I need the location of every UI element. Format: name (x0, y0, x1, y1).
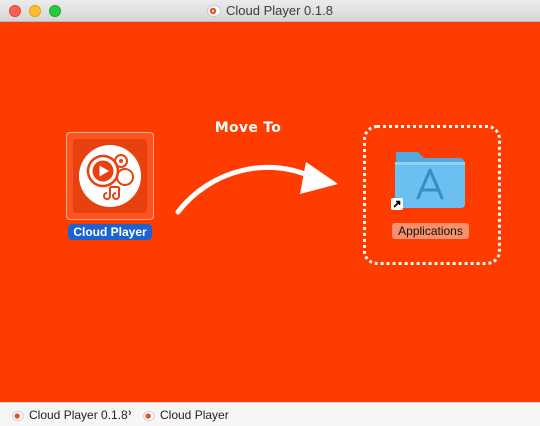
app-label: Cloud Player (68, 224, 152, 240)
path-crumb-volume[interactable]: Cloud Player 0.1.8 (12, 408, 128, 422)
cloud-player-app-icon (73, 139, 147, 213)
alias-arrow-icon (391, 198, 403, 210)
close-button[interactable] (9, 5, 21, 17)
applications-label: Applications (392, 223, 469, 239)
zoom-button[interactable] (49, 5, 61, 17)
minimize-button[interactable] (29, 5, 41, 17)
path-crumb-volume-text: Cloud Player 0.1.8 (29, 408, 128, 422)
path-separator: › (128, 407, 132, 419)
disk-image-icon (12, 411, 24, 421)
window-title: Cloud Player 0.1.8 (0, 3, 540, 19)
disk-image-icon (143, 411, 155, 421)
path-crumb-app-text: Cloud Player (160, 408, 229, 422)
installer-background: Cloud Player Move To Applications (0, 22, 540, 402)
cloud-player-app[interactable] (66, 132, 154, 220)
disk-image-icon (207, 5, 222, 17)
title-bar[interactable]: Cloud Player 0.1.8 (0, 0, 540, 22)
curved-arrow-icon (175, 162, 338, 215)
window-title-text: Cloud Player 0.1.8 (226, 3, 333, 18)
path-bar: Cloud Player 0.1.8 › Cloud Player (0, 402, 540, 426)
applications-drop-zone[interactable] (363, 125, 501, 265)
path-crumb-app[interactable]: Cloud Player (143, 408, 229, 422)
applications-folder-icon (395, 152, 465, 208)
move-to-label: Move To (214, 120, 282, 136)
